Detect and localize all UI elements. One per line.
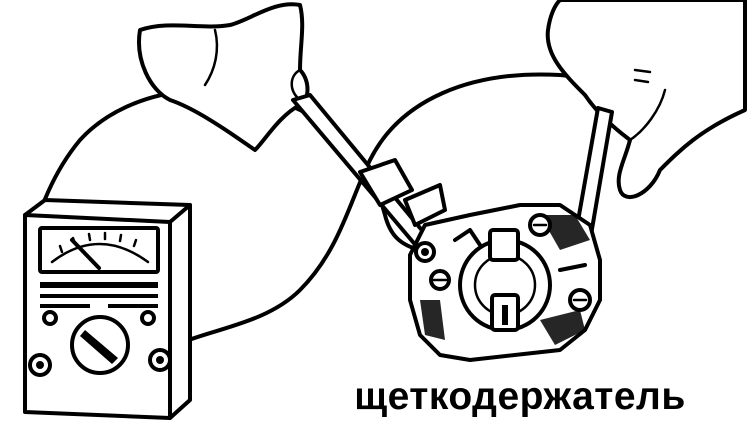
- right-test-lead-wire: [158, 72, 607, 357]
- multimeter: [23, 198, 192, 420]
- brush-holder: [403, 183, 602, 362]
- multimeter-jack-left: [28, 353, 52, 377]
- right-hand: [545, 0, 747, 200]
- multimeter-display: [38, 226, 160, 274]
- selector-knob-icon: [70, 315, 130, 375]
- needle: [70, 238, 101, 270]
- caption-label: щеткодержатель: [354, 375, 686, 418]
- screw-icon: [568, 288, 592, 312]
- multimeter-jack-right: [148, 348, 172, 372]
- screw-icon: [528, 213, 552, 237]
- left-probe: [291, 93, 432, 250]
- left-hand: [137, 2, 310, 152]
- screw-icon: [429, 269, 451, 291]
